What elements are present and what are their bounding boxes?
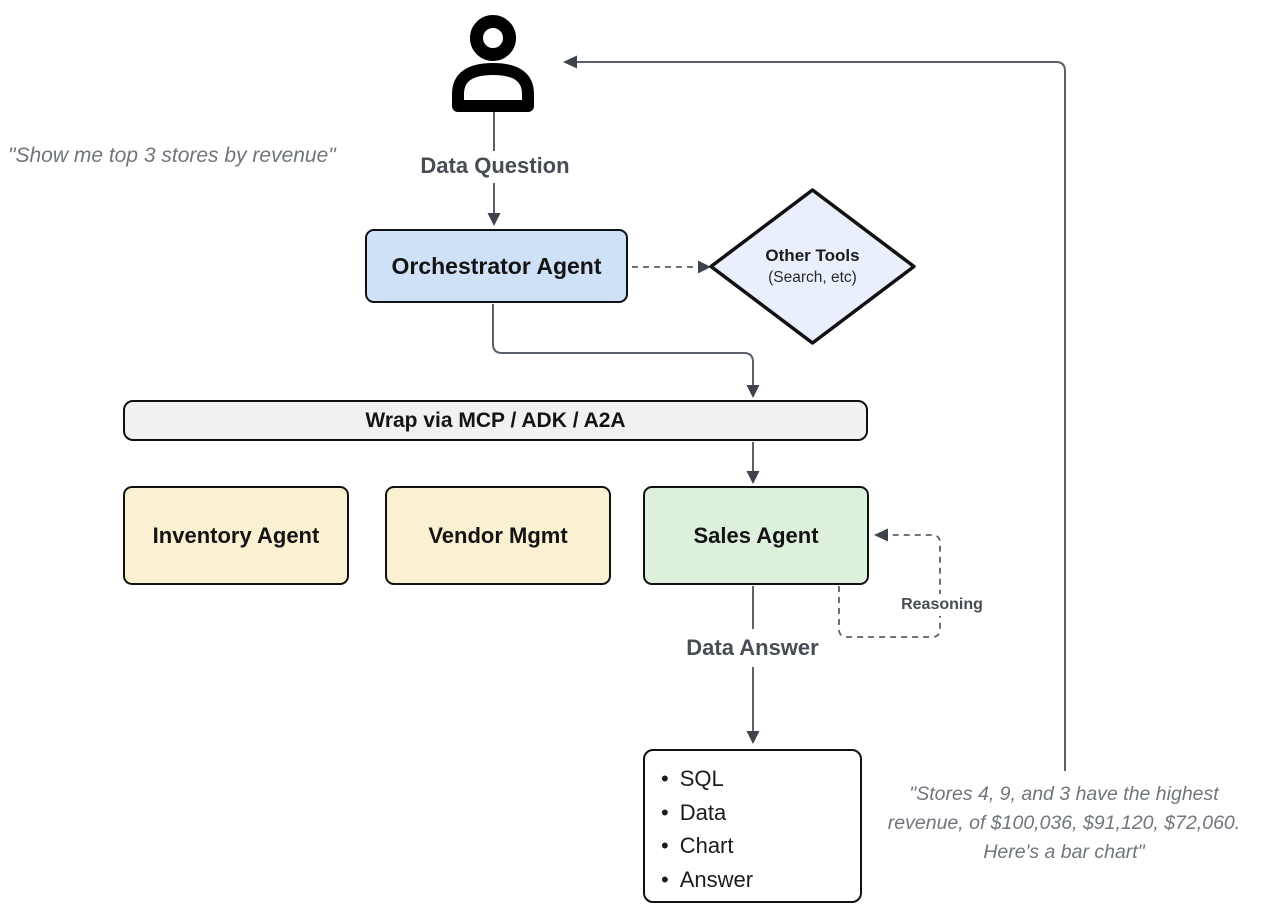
inventory-agent-node: Inventory Agent — [123, 486, 349, 585]
output-item-answer: Answer — [661, 863, 860, 897]
other-tools-node: Other Tools (Search, etc) — [707, 186, 918, 347]
output-artifacts-node: SQL Data Chart Answer — [643, 749, 862, 903]
data-question-label: Data Question — [420, 153, 570, 178]
other-tools-diamond-shape — [709, 188, 916, 345]
orchestrator-agent-node: Orchestrator Agent — [365, 229, 628, 303]
other-tools-title: Other Tools — [765, 246, 860, 265]
other-tools-subtitle: (Search, etc) — [768, 269, 857, 286]
sales-agent-node: Sales Agent — [643, 486, 869, 585]
final-answer-quote: "Stores 4, 9, and 3 have the highest rev… — [865, 780, 1263, 867]
output-item-data: Data — [661, 796, 860, 830]
arrowhead-into-wrapbar — [746, 385, 760, 398]
final-answer-line-2: revenue, of $100,036, $91,120, $72,060. — [887, 812, 1241, 834]
output-artifacts-list: SQL Data Chart Answer — [661, 762, 860, 896]
person-icon — [452, 15, 534, 112]
data-answer-label: Data Answer — [686, 635, 819, 660]
arrowhead-into-sales-top — [746, 471, 760, 484]
reasoning-label: Reasoning — [893, 594, 991, 616]
arrowhead-into-tools — [698, 260, 711, 274]
arrowhead-reasoning-into-sales — [874, 528, 888, 542]
user-question-quote: "Show me top 3 stores by revenue" — [8, 144, 336, 167]
output-item-chart: Chart — [661, 829, 860, 863]
person-body — [452, 63, 534, 112]
edge-orchestrator-to-wrapbar — [492, 304, 754, 385]
wrap-via-mcp-bar: Wrap via MCP / ADK / A2A — [123, 400, 868, 441]
arrowhead-into-output — [746, 731, 760, 744]
final-answer-line-1: "Stores 4, 9, and 3 have the highest — [909, 783, 1219, 805]
output-item-sql: SQL — [661, 762, 860, 796]
vendor-mgmt-node: Vendor Mgmt — [385, 486, 611, 585]
final-answer-line-3: Here's a bar chart" — [983, 841, 1145, 863]
other-tools-text: Other Tools (Search, etc) — [707, 186, 918, 347]
edge-feedback-to-user — [577, 61, 1066, 771]
edge-reasoning-loop — [838, 534, 941, 638]
arrowhead-into-orchestrator — [487, 213, 501, 226]
person-head — [470, 15, 516, 61]
arrowhead-into-user — [563, 55, 577, 69]
